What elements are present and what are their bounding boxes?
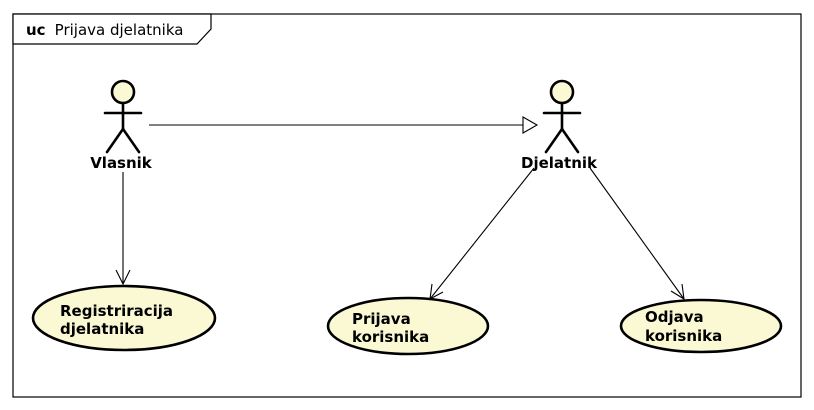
frame-heading: uc Prijava djelatnika (26, 20, 183, 39)
generalization-arrowhead (522, 116, 539, 134)
usecase-registracija-line1: Registriracija (60, 302, 173, 320)
usecase-prijava-korisnika[interactable]: Prijava korisnika (326, 296, 490, 356)
association-arrowhead (670, 283, 685, 301)
actor-djelatnik-left-leg (544, 127, 564, 154)
usecase-prijava-line1: Prijava (352, 310, 411, 328)
association-arrowhead (115, 269, 131, 286)
usecase-odjava-korisnika[interactable]: Odjava korisnika (619, 298, 783, 354)
frame-title: Prijava djelatnika (55, 21, 184, 39)
actor-vlasnik-right-leg (121, 127, 141, 154)
frame-keyword: uc (26, 21, 46, 39)
actor-vlasnik-left-leg (105, 127, 125, 154)
actor-vlasnik[interactable]: Vlasnik (90, 79, 153, 172)
actor-djelatnik-label: Djelatnik (521, 154, 598, 172)
association-djelatnik-odjava[interactable] (589, 167, 685, 301)
usecase-ellipse (326, 296, 490, 356)
usecase-ellipse (619, 298, 783, 354)
usecase-registracija-djelatnika[interactable]: Registriracija djelatnika (31, 284, 217, 352)
usecase-prijava-line2: korisnika (352, 328, 429, 346)
usecase-odjava-line2: korisnika (645, 327, 722, 345)
actor-vlasnik-head (110, 79, 136, 105)
usecase-ellipse (31, 284, 217, 352)
actor-djelatnik-right-leg (560, 127, 580, 154)
association-vlasnik-registracija[interactable] (115, 172, 131, 286)
actor-djelatnik[interactable]: Djelatnik (521, 79, 598, 172)
actor-djelatnik-head (549, 79, 575, 105)
usecase-registracija-line2: djelatnika (60, 320, 144, 338)
association-line (589, 167, 685, 300)
usecase-odjava-line1: Odjava (645, 308, 704, 326)
actor-vlasnik-label: Vlasnik (90, 154, 153, 172)
association-line (429, 167, 535, 300)
frame-tab (12, 13, 212, 45)
generalization-vlasnik-djelatnik[interactable] (149, 116, 539, 134)
